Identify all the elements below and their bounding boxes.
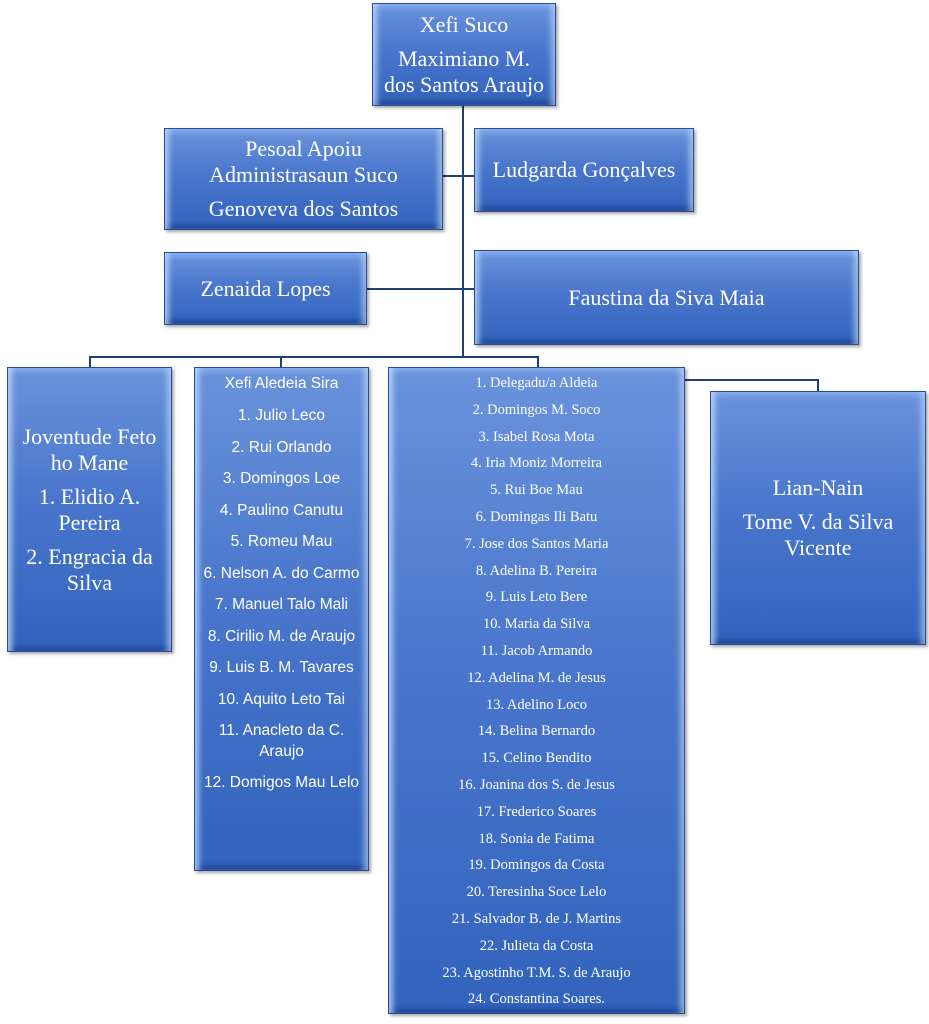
chief-title: Xefi Suco xyxy=(419,11,509,37)
lian-nain-name: Tome V. da Silva xyxy=(742,509,894,534)
delegate-item: 8. Adelina B. Pereira xyxy=(475,562,598,579)
lian-nain-name: Vicente xyxy=(784,535,852,560)
youth-member: Silva xyxy=(66,569,113,595)
delegate-item: 23. Agostinho T.M. S. de Araujo xyxy=(442,964,631,981)
delegates-box: 1. Delegadu/a Aldeia 2. Domingos M. Soco 3… xyxy=(388,367,685,1014)
lian-nain-box: Lian-Nain Tome V. da Silva Vicente xyxy=(710,391,926,645)
youth-member: Pereira xyxy=(58,509,121,535)
hamlet-chief-item: 4. Paulino Canutu xyxy=(219,501,344,519)
zenaida-name: Zenaida Lopes xyxy=(200,275,331,301)
zenaida-box: Zenaida Lopes xyxy=(164,252,367,325)
hamlet-chief-item: 5. Romeu Mau xyxy=(230,533,333,550)
delegate-item: 9. Luis Leto Bere xyxy=(485,589,588,606)
delegate-item: 11. Jacob Armando xyxy=(480,642,593,659)
delegate-item: 12. Adelina M. de Jesus xyxy=(467,669,606,686)
hamlet-chief-item: 9. Luis B. M. Tavares xyxy=(209,659,354,676)
delegate-item: 20. Teresinha Soce Lelo xyxy=(466,884,607,901)
admin-title: Pesoal Apoiu xyxy=(245,136,362,161)
connector-hamlet xyxy=(280,356,282,367)
delegate-item: 22. Julieta da Costa xyxy=(479,937,594,954)
connector-trunk xyxy=(462,106,464,358)
youth-title: Joventude Feto xyxy=(22,423,157,449)
connector-youth xyxy=(89,356,91,367)
faustina-box: Faustina da Siva Maia xyxy=(474,250,859,345)
delegate-item: 16. Joanina dos S. de Jesus xyxy=(458,776,615,793)
hamlet-chiefs-title: Xefi Aledeia Sira xyxy=(224,375,339,392)
youth-box: Joventude Feto ho Mane 1. Elidio A. Pere… xyxy=(7,367,172,652)
admin-title: Administrasaun Suco xyxy=(209,162,398,187)
hamlet-chief-item: 1. Julio Leco xyxy=(237,407,326,424)
delegate-item: 5. Rui Boe Mau xyxy=(490,482,583,499)
hamlet-chiefs-box: Xefi Aledeia Sira 1. Julio Leco 2. Rui Or… xyxy=(194,367,369,871)
delegate-item: 2. Domingos M. Soco xyxy=(472,401,601,418)
delegate-item: 4. Iria Moniz Morreira xyxy=(470,455,603,472)
connector-zenaida-faustina xyxy=(367,288,474,290)
hamlet-chief-item: 2. Rui Orlando xyxy=(231,438,332,456)
hamlet-chief-item: 8. Cirilio M. de Araujo xyxy=(207,627,356,645)
delegate-item: 18. Sonia de Fatima xyxy=(478,830,595,847)
delegate-item: 10. Maria da Silva xyxy=(482,616,591,633)
admin-support-box: Pesoal Apoiu Administrasaun Suco Genovev… xyxy=(164,128,443,230)
connector-lian-nain-v xyxy=(817,379,819,391)
hamlet-chief-item: 3. Domingos Loe xyxy=(222,470,341,487)
connector-delegates xyxy=(537,356,539,367)
chief-box: Xefi Suco Maximiano M. dos Santos Araujo xyxy=(372,3,556,106)
delegate-item: 3. Isabel Rosa Mota xyxy=(478,428,595,445)
connector-admin xyxy=(443,175,474,177)
delegate-item: 14. Belina Bernardo xyxy=(477,723,596,740)
connector-bus xyxy=(89,356,539,358)
delegate-item: 1. Delegadu/a Aldeia xyxy=(475,375,598,391)
ludgarda-box: Ludgarda Gonçalves xyxy=(474,128,694,212)
admin-name: Genoveva dos Santos xyxy=(208,196,399,221)
chief-name: Maximiano M. xyxy=(398,45,530,71)
delegate-item: 21. Salvador B. de J. Martins xyxy=(451,910,622,927)
hamlet-chief-item: 11. Anacleto da C. Araujo xyxy=(218,722,345,760)
delegate-item: 17. Frederico Soares xyxy=(476,803,597,820)
hamlet-chief-item: 6. Nelson A. do Carmo xyxy=(203,564,360,582)
youth-member: 1. Elidio A. xyxy=(38,483,141,509)
lian-nain-title: Lian-Nain xyxy=(772,475,864,500)
hamlet-chief-item: 10. Aquito Leto Tai xyxy=(217,690,346,708)
ludgarda-name: Ludgarda Gonçalves xyxy=(492,157,676,182)
hamlet-chief-item: 12. Domigos Mau Lelo xyxy=(203,774,360,791)
hamlet-chief-item: 7. Manuel Talo Mali xyxy=(214,596,349,613)
youth-title: ho Mane xyxy=(50,449,129,475)
delegate-item: 15. Celino Bendito xyxy=(481,750,592,767)
delegate-item: 7. Jose dos Santos Maria xyxy=(464,535,609,552)
faustina-name: Faustina da Siva Maia xyxy=(568,284,765,310)
delegate-item: 13. Adelino Loco xyxy=(485,696,588,713)
delegate-item: 24. Constantina Soares. xyxy=(468,991,605,1008)
delegate-item: 19. Domingos da Costa xyxy=(468,857,605,874)
delegate-item: 6. Domingas Ili Batu xyxy=(475,508,598,525)
connector-lian-nain-h xyxy=(685,379,819,381)
youth-member: 2. Engracia da xyxy=(26,543,153,569)
chief-name: dos Santos Araujo xyxy=(383,71,545,97)
